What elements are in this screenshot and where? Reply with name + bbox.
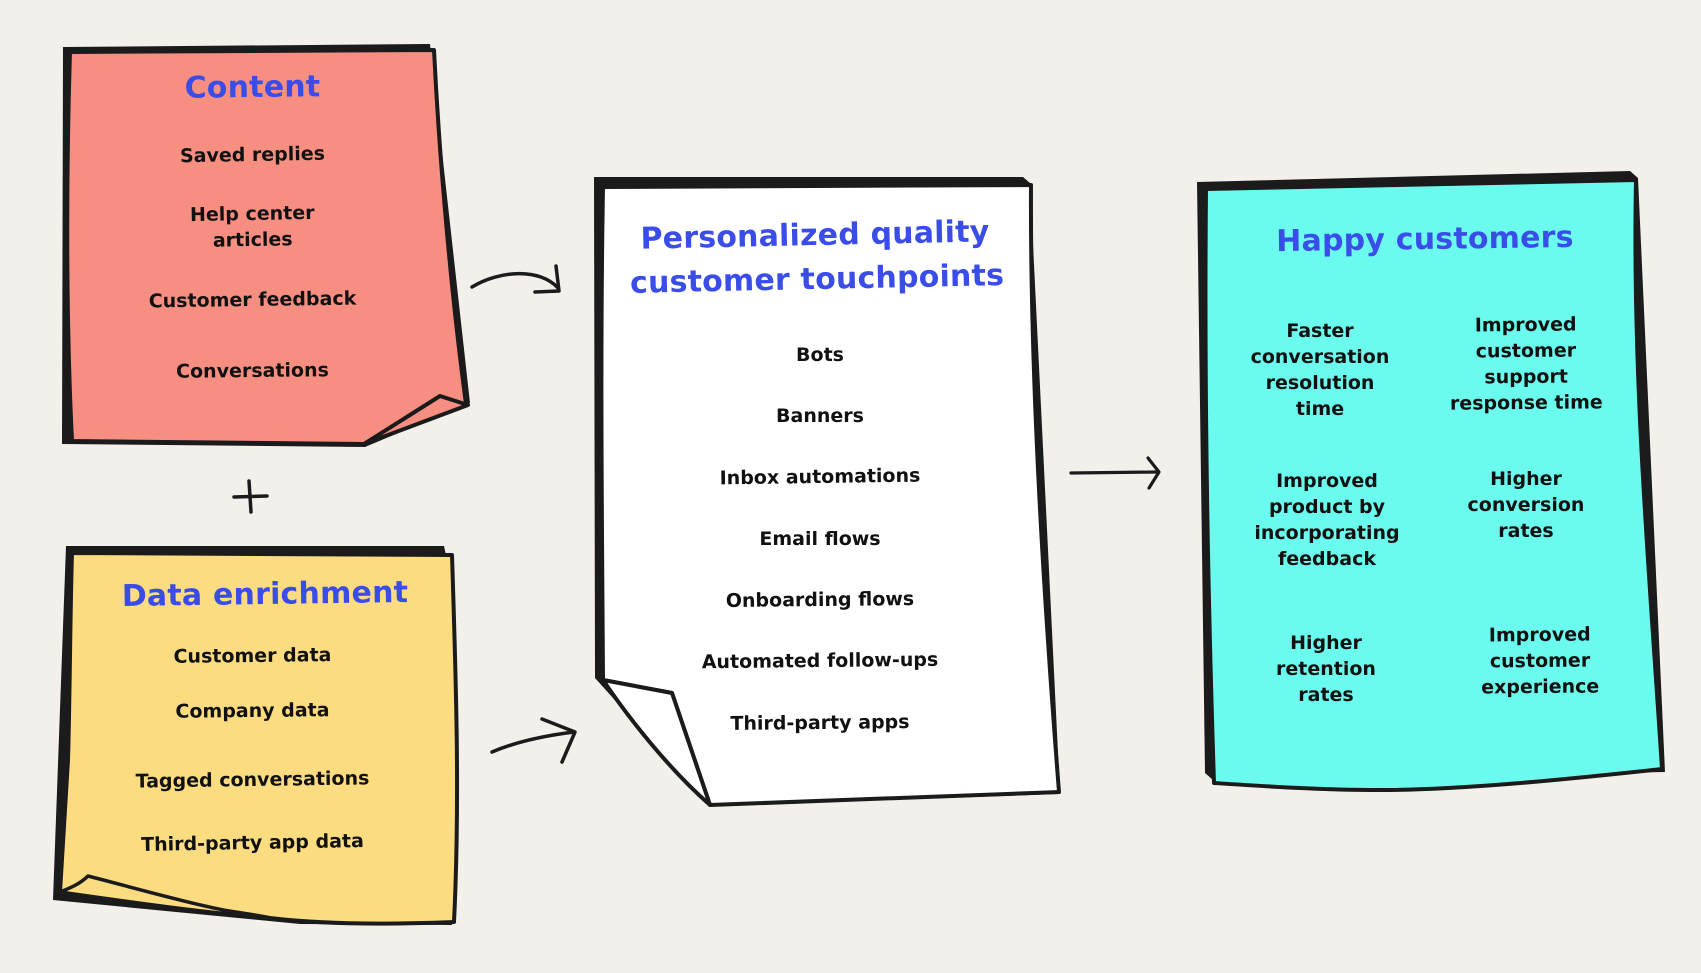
data-card — [53, 546, 460, 926]
touchpoints-card — [594, 177, 1061, 807]
outcome-item: Higher conversion rates — [1467, 468, 1585, 542]
outcome-item: Improved customer support response time — [1449, 313, 1603, 415]
touchpoint-item: Bots — [796, 344, 844, 366]
data-card-fold — [58, 874, 272, 920]
outcome-item: Improved product by incorporating feedba… — [1254, 470, 1400, 570]
outcome-item: Improved customer experience — [1481, 623, 1600, 699]
touchpoints-card-body — [599, 183, 1061, 807]
content-item: Conversations — [175, 359, 330, 383]
touchpoint-item: Automated follow-ups — [701, 648, 939, 674]
plus-icon — [232, 479, 269, 514]
touchpoint-item: Third-party apps — [730, 711, 910, 735]
content-item: Help center articles — [189, 201, 315, 252]
touchpoint-item: Onboarding flows — [725, 588, 915, 612]
outcome-item: Higher retention rates — [1276, 632, 1376, 706]
happy-card-body — [1203, 178, 1664, 792]
content-item: Saved replies — [179, 142, 326, 168]
outcome-item: Faster conversation resolution time — [1250, 320, 1390, 420]
data-item: Customer data — [173, 644, 332, 668]
happy-card-title: Happy customers — [1276, 219, 1574, 260]
arrow-content-to-touchpoints — [470, 264, 561, 294]
data-item: Company data — [175, 699, 330, 723]
data-item: Tagged conversations — [135, 767, 370, 793]
data-item: Third-party app data — [140, 830, 365, 856]
touchpoint-item: Email flows — [759, 528, 881, 550]
data-card-body — [58, 551, 460, 926]
touchpoints-card-fold — [601, 678, 712, 807]
content-card-title: Content — [184, 69, 321, 106]
arrow-data-to-touchpoints — [490, 717, 577, 764]
content-card-fold — [362, 394, 470, 446]
content-item: Customer feedback — [148, 287, 357, 313]
happy-card — [1197, 171, 1665, 792]
touchpoint-item: Inbox automations — [719, 464, 921, 490]
arrow-touchpoints-to-happy — [1069, 456, 1161, 490]
touchpoint-item: Banners — [776, 405, 864, 427]
content-card — [62, 44, 470, 447]
data-card-title: Data enrichment — [121, 575, 409, 614]
